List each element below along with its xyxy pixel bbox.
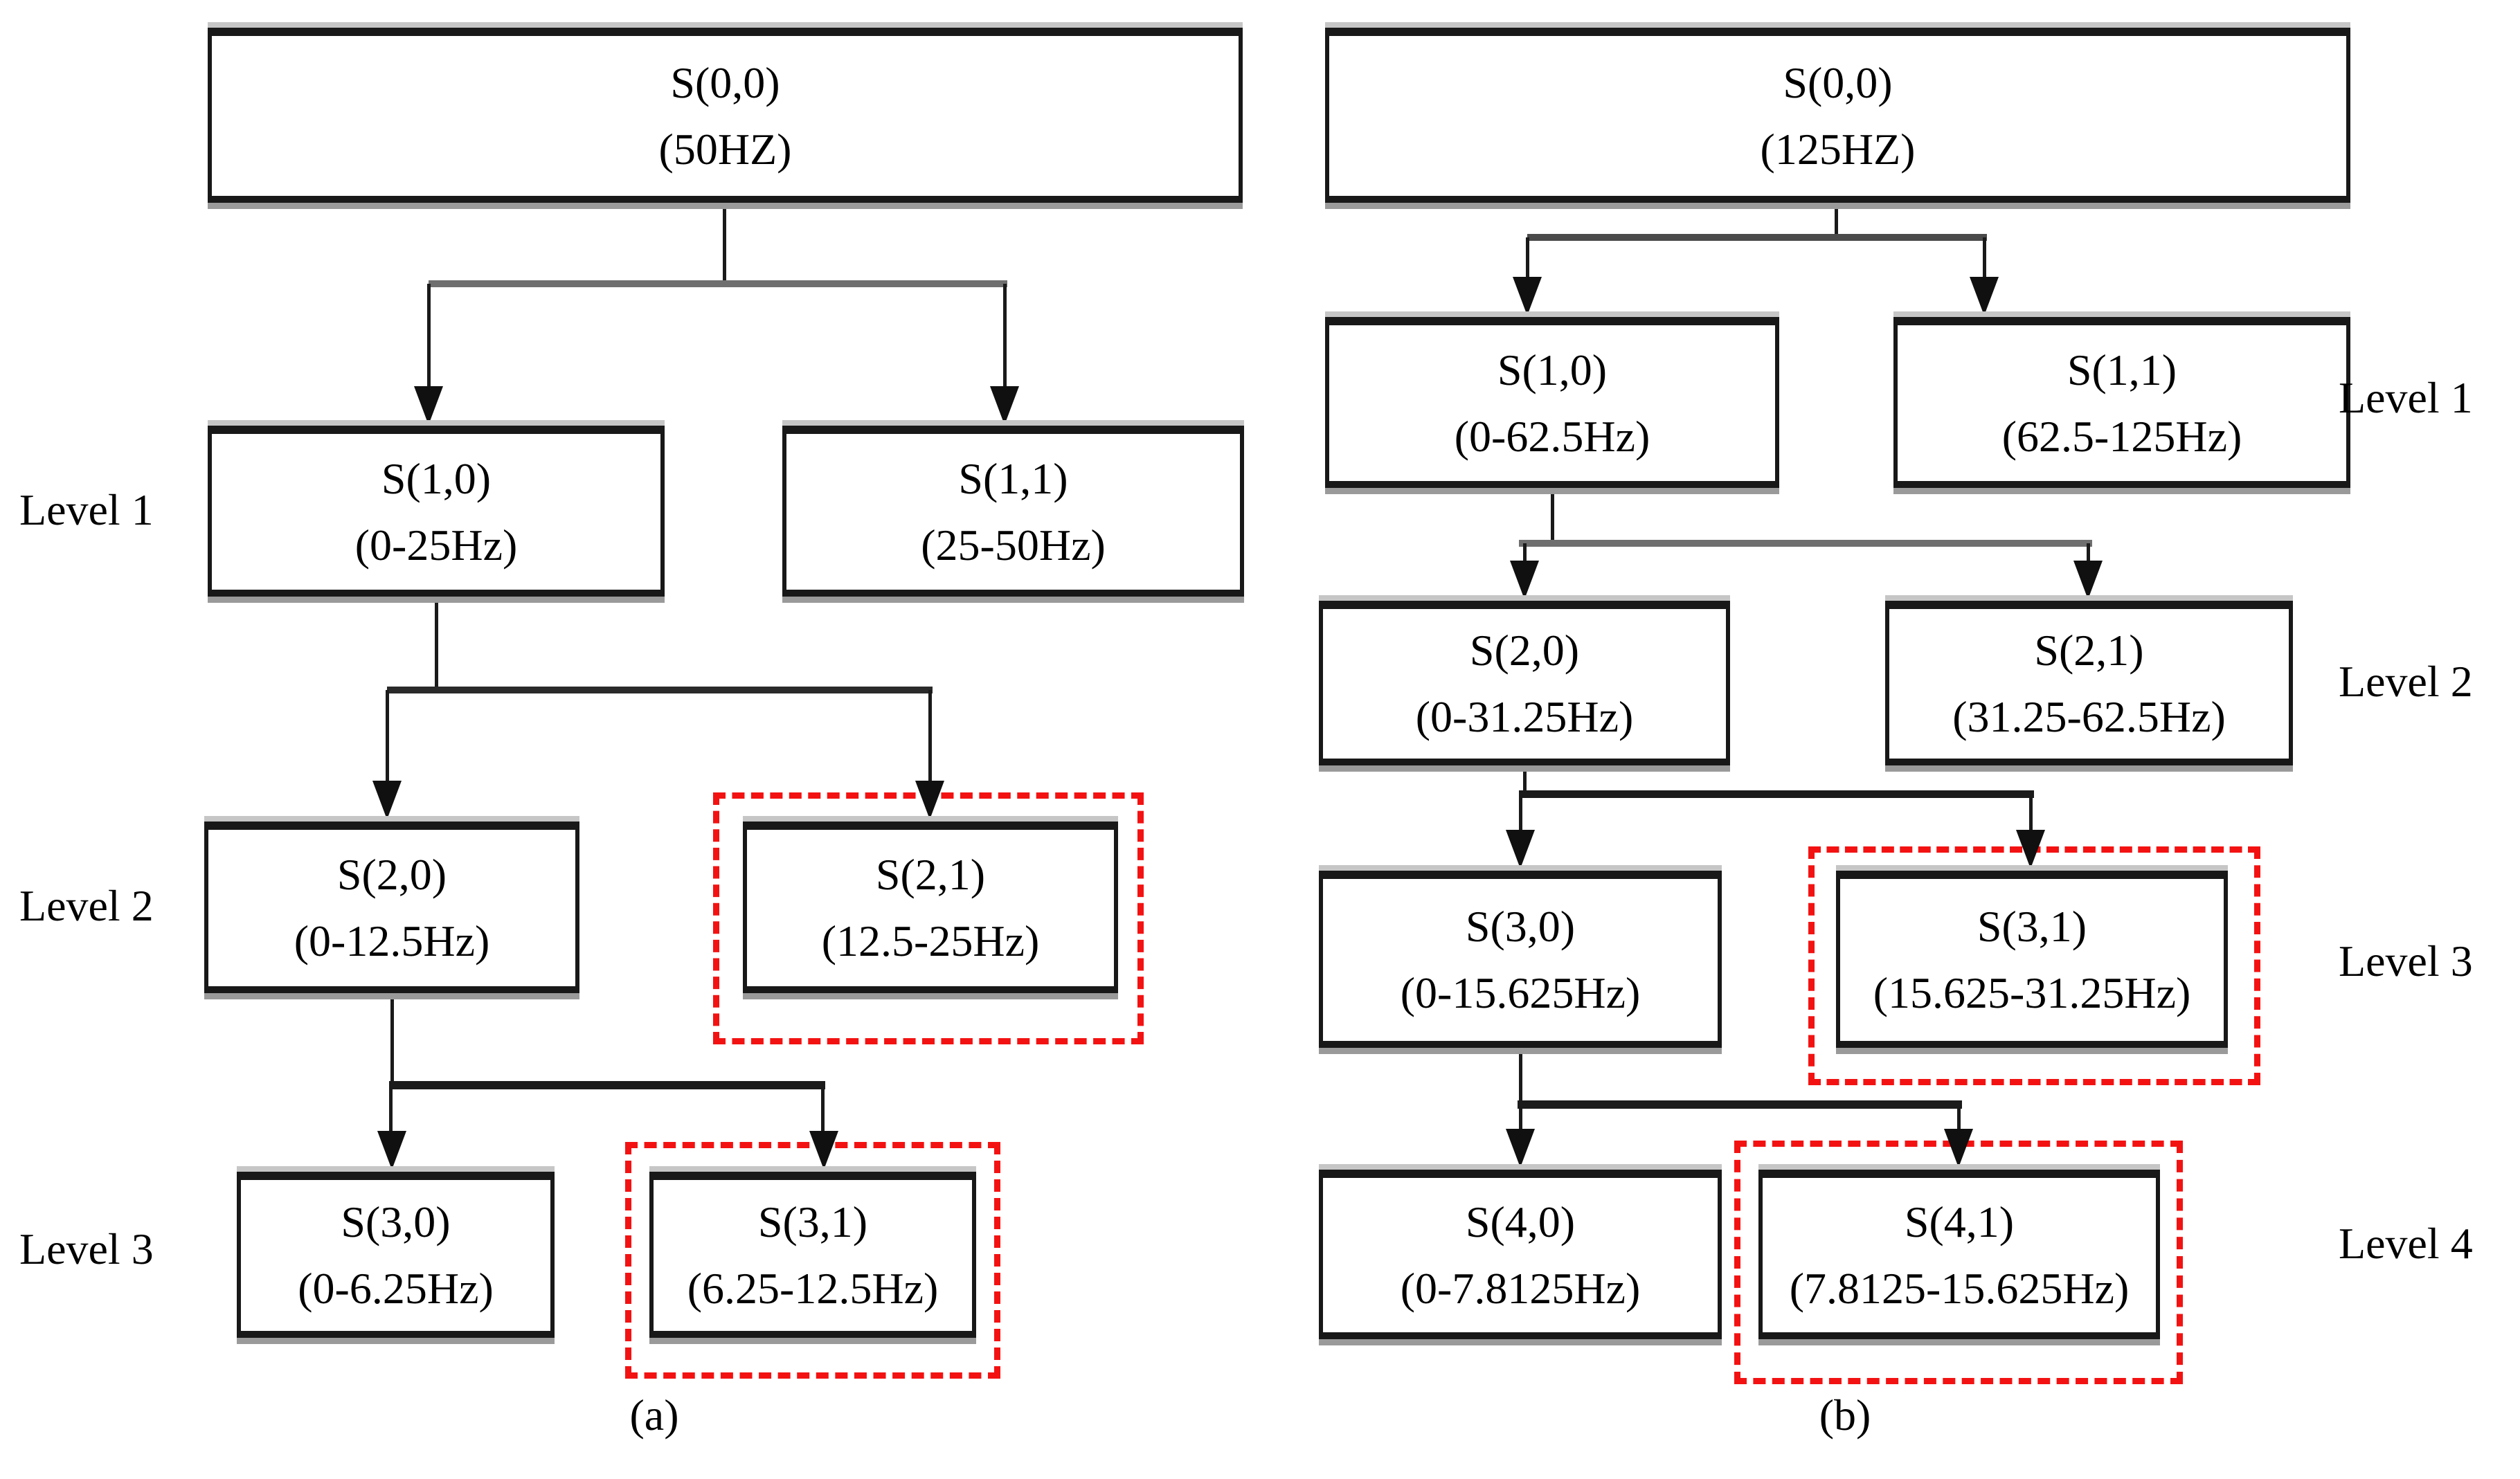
connector-drop — [2029, 796, 2033, 832]
node-b-s21: S(2,1) (31.25-62.5Hz) — [1885, 601, 2293, 765]
node-title: S(2,0) — [336, 850, 447, 899]
node-a-s30: S(3,0) (0-6.25Hz) — [237, 1172, 555, 1338]
node-title: S(0,0) — [670, 57, 780, 107]
connector-hbar — [389, 1081, 825, 1089]
connector-drop — [1983, 237, 1986, 280]
connector-stem — [1551, 488, 1554, 545]
arrowhead-down-icon — [2016, 830, 2045, 869]
arrowhead-down-icon — [1970, 277, 1999, 316]
arrowhead-down-icon — [1510, 561, 1539, 599]
node-title: S(3,1) — [757, 1197, 868, 1246]
node-a-s31: S(3,1) (6.25-12.5Hz) — [649, 1172, 976, 1338]
arrowhead-down-icon — [1513, 277, 1542, 316]
node-a-root: S(0,0) (50HZ) — [208, 28, 1243, 203]
node-b-s11: S(1,1) (62.5-125Hz) — [1893, 317, 2350, 488]
caption-b: (b) — [1819, 1390, 1871, 1440]
node-b-s40: S(4,0) (0-7.8125Hz) — [1319, 1170, 1722, 1339]
node-title: S(1,0) — [1497, 345, 1608, 394]
node-title: S(1,0) — [381, 453, 492, 503]
node-subtitle: (15.625-31.25Hz) — [1873, 968, 2191, 1017]
node-title: S(2,1) — [2034, 626, 2144, 675]
arrowhead-down-icon — [2073, 561, 2103, 599]
node-subtitle: (12.5-25Hz) — [821, 916, 1040, 965]
level-label-b-3: Level 3 — [2339, 936, 2473, 986]
node-title: S(1,1) — [2067, 345, 2177, 394]
connector-hbar — [1518, 1100, 1962, 1109]
node-subtitle: (0-62.5Hz) — [1454, 411, 1650, 461]
connector-hbar — [1527, 234, 1987, 241]
connector-drop — [386, 690, 389, 781]
level-label-a-3: Level 3 — [19, 1224, 154, 1273]
connector-drop — [928, 690, 932, 781]
level-label-a-1: Level 1 — [19, 485, 154, 534]
node-subtitle: (0-7.8125Hz) — [1400, 1263, 1641, 1313]
node-subtitle: (7.8125-15.625Hz) — [1789, 1263, 2130, 1313]
connector-stem — [723, 201, 726, 286]
node-title: S(0,0) — [1783, 57, 1893, 107]
connector-drop — [1003, 284, 1007, 389]
connector-hbar — [1519, 790, 2034, 798]
level-label-a-2: Level 2 — [19, 881, 154, 930]
node-a-s11: S(1,1) (25-50Hz) — [782, 426, 1244, 597]
connector-drop — [427, 284, 431, 389]
caption-a: (a) — [629, 1390, 679, 1440]
connector-drop — [1519, 1106, 1522, 1131]
node-b-root: S(0,0) (125HZ) — [1325, 28, 2350, 203]
node-subtitle: (31.25-62.5Hz) — [1952, 692, 2226, 741]
connector-hbar — [1519, 540, 2092, 547]
node-title: S(4,0) — [1465, 1197, 1576, 1246]
level-label-b-2: Level 2 — [2339, 657, 2473, 706]
node-subtitle: (0-31.25Hz) — [1415, 692, 1634, 741]
node-a-s21: S(2,1) (12.5-25Hz) — [743, 822, 1118, 993]
arrowhead-down-icon — [372, 781, 402, 819]
connector-hbar — [429, 280, 1007, 287]
node-a-s10: S(1,0) (0-25Hz) — [208, 426, 665, 597]
arrowhead-down-icon — [915, 781, 944, 819]
connector-stem — [1523, 765, 1527, 795]
connector-drop — [821, 1087, 825, 1135]
node-title: S(4,1) — [1904, 1197, 2015, 1246]
node-b-s30: S(3,0) (0-15.625Hz) — [1319, 871, 1722, 1048]
arrowhead-down-icon — [414, 386, 443, 425]
node-title: S(1,1) — [958, 453, 1068, 503]
node-subtitle: (125HZ) — [1760, 124, 1916, 174]
node-b-s41: S(4,1) (7.8125-15.625Hz) — [1758, 1170, 2160, 1339]
arrowhead-down-icon — [1506, 830, 1535, 869]
connector-drop — [1519, 796, 1522, 832]
level-label-b-4: Level 4 — [2339, 1219, 2473, 1268]
node-subtitle: (25-50Hz) — [921, 520, 1106, 570]
node-b-s20: S(2,0) (0-31.25Hz) — [1319, 601, 1730, 765]
node-a-s20: S(2,0) (0-12.5Hz) — [204, 822, 579, 993]
connector-drop — [2087, 543, 2090, 563]
arrowhead-down-icon — [1944, 1129, 1973, 1168]
node-subtitle: (62.5-125Hz) — [2001, 411, 2242, 461]
arrowhead-down-icon — [1506, 1129, 1535, 1168]
connector-stem — [1519, 1048, 1522, 1106]
node-subtitle: (6.25-12.5Hz) — [687, 1264, 939, 1313]
node-title: S(2,0) — [1469, 626, 1580, 675]
node-title: S(2,1) — [875, 850, 986, 899]
connector-stem — [390, 993, 394, 1087]
connector-hbar — [387, 687, 933, 693]
node-subtitle: (0-25Hz) — [354, 520, 518, 570]
node-subtitle: (0-15.625Hz) — [1400, 968, 1641, 1017]
level-label-b-1: Level 1 — [2339, 373, 2473, 422]
connector-drop — [1523, 543, 1527, 563]
connector-drop — [1526, 237, 1529, 280]
node-title: S(3,1) — [1977, 902, 2087, 951]
connector-drop — [389, 1087, 393, 1135]
node-title: S(3,0) — [341, 1197, 451, 1246]
arrowhead-down-icon — [990, 386, 1019, 425]
connector-drop — [1957, 1106, 1961, 1131]
arrowhead-down-icon — [377, 1131, 406, 1170]
connector-stem — [435, 597, 438, 692]
node-b-s10: S(1,0) (0-62.5Hz) — [1325, 317, 1779, 488]
node-subtitle: (0-6.25Hz) — [298, 1264, 494, 1313]
node-title: S(3,0) — [1465, 902, 1576, 951]
node-b-s31: S(3,1) (15.625-31.25Hz) — [1836, 871, 2228, 1048]
connector-stem — [1835, 201, 1838, 239]
node-subtitle: (50HZ) — [658, 124, 792, 174]
arrowhead-down-icon — [809, 1131, 838, 1170]
node-subtitle: (0-12.5Hz) — [294, 916, 490, 965]
